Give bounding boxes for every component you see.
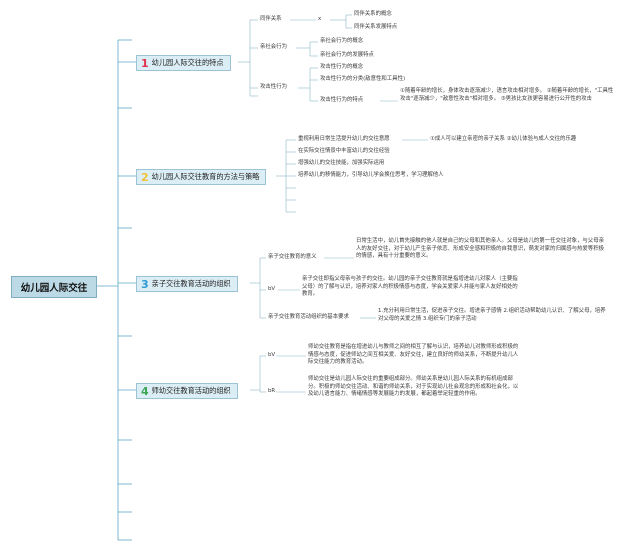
branch-3-node[interactable]: 3 亲子交往教育活动的组织 [136,276,238,292]
branch-2-number: 2 [141,170,149,184]
branch-3-number: 3 [141,277,149,291]
prosocial-node[interactable]: 亲社会行为 [260,44,287,50]
teacher-child-br-detail: 师幼交往是幼儿园人际交往的重要组成部分。师幼关系是幼儿园人际关系的有机组成部分。… [308,376,519,398]
parent-child-meaning-detail: 日常生活中，幼儿首先接触的他人就是自己的父母和其他亲人。父母是幼儿的第一任交往对… [356,238,604,260]
strategy-item-1-detail: ①成人可以建立亲密的亲子关系 ②幼儿体验与成人交往的乐趣 [430,136,577,142]
teacher-child-br-node[interactable]: bR [268,388,276,394]
branch-1-node[interactable]: 1 幼儿园人际交往的特点 [136,55,231,71]
teacher-child-bv-detail: 师幼交往教育是指在增进幼儿与教师之间的相互了解与认识，培养幼儿对教师形成积极的情… [308,344,519,366]
strategy-item-3[interactable]: 增强幼儿的交往技能，加强实际运用 [298,160,385,166]
aggressive-features-node[interactable]: 攻击性行为的特点 [320,97,364,103]
root-node[interactable]: 幼儿园人际交往 [11,276,97,298]
branch-2-node[interactable]: 2 幼儿园人际交往教育的方法与策略 [136,169,267,185]
branch-4-node[interactable]: 4 师幼交往教育活动的组织 [136,383,238,399]
teacher-child-bv-node[interactable]: bV [268,352,276,358]
aggressive-concept-node[interactable]: 攻击性行为的概念 [320,64,364,70]
parent-child-bv-detail: 亲子交往即指父母亲与孩子的交往。幼儿园的亲子交往教育就是指增进幼儿对家人（主要指… [302,276,518,298]
parent-child-requirements-node[interactable]: 亲子交往教育活动组织的基本要求 [268,314,349,320]
root-label: 幼儿园人际交往 [20,283,88,294]
branch-2-label: 幼儿园人际交往教育的方法与策略 [151,172,260,181]
peer-relation-node[interactable]: 同伴关系 [260,16,282,22]
parent-child-bv-node[interactable]: bV [268,286,276,292]
strategy-item-2[interactable]: 在实际交往情景中丰富幼儿的交往经验 [298,148,390,154]
peer-x-mark: x [318,16,322,22]
peer-concept-node[interactable]: 同伴关系的概念 [354,11,392,17]
branch-4-number: 4 [141,384,149,398]
branch-3-label: 亲子交往教育活动的组织 [151,279,231,288]
branch-1-number: 1 [141,56,149,70]
aggressive-features-detail: ①随着年龄的增长，身体攻击逐渐减少，语言攻击相对增多。 ②随着年龄的增长，"工具… [400,88,614,102]
strategy-item-1[interactable]: 重视利用日常生活提升幼儿的交往意愿 [298,136,390,142]
prosocial-development-node[interactable]: 亲社会行为的发展特点 [320,52,374,58]
strategy-item-4[interactable]: 培养幼儿的移情能力，引导幼儿学会换位思考，学习理解他人 [298,172,444,178]
prosocial-concept-node[interactable]: 亲社会行为的概念 [320,38,364,44]
branch-1-label: 幼儿园人际交往的特点 [151,58,224,67]
aggressive-types-node[interactable]: 攻击性行为的分类(敌意性和工具性) [320,76,406,82]
parent-child-meaning-node[interactable]: 亲子交往教育的意义 [268,254,317,260]
aggressive-node[interactable]: 攻击性行为 [260,84,287,90]
branch-4-label: 师幼交往教育活动的组织 [151,386,231,395]
peer-development-node[interactable]: 同伴关系发展特点 [354,24,398,30]
parent-child-requirements-detail: 1.充分利用日常生活，促进亲子交往。增进亲子感情 2.组织活动帮助幼儿认识、了解… [378,308,606,322]
